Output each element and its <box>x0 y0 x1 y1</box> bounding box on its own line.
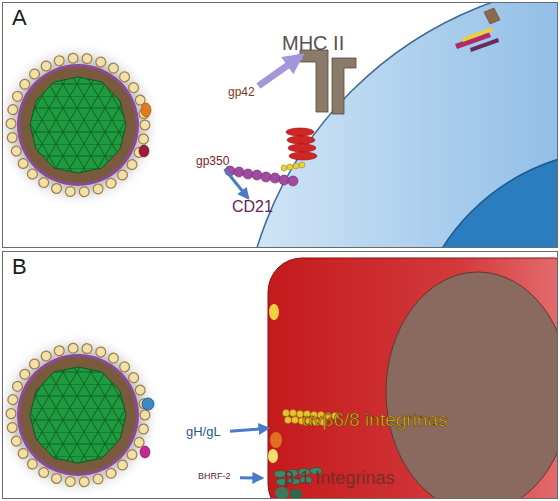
part-label: gp42 <box>228 86 266 99</box>
panel: BgH/gL αvβ6/8 integrinasBHRF-2 β-1 Integri… <box>2 251 558 499</box>
panel-letter: A <box>12 6 557 30</box>
panel-letter: B <box>12 255 557 279</box>
part-label: gH/gL <box>186 425 230 439</box>
epithelial-cell <box>268 258 558 499</box>
receptor-label: αvβ6/8 integrinas <box>268 404 480 436</box>
co-receptor-symbol <box>281 162 305 171</box>
surface-proteins <box>455 8 500 52</box>
receptor-label: MHC II <box>282 32 354 56</box>
binding-arrow <box>258 56 301 86</box>
part-label: gp350 <box>196 155 242 168</box>
part-label: BHRF-2 <box>198 472 240 482</box>
protein-label: gH/gL <box>186 425 230 441</box>
protein-label: gp42 <box>228 86 266 102</box>
binding-arrow <box>230 428 268 431</box>
part-label: αvβ6/8 integrinas <box>302 410 480 431</box>
binding-arrow <box>240 476 262 479</box>
panel: Agp42 MHC II gp350CD21 <box>2 2 558 248</box>
mhc-ii-symbol <box>300 50 356 114</box>
virion <box>0 41 162 209</box>
virion <box>0 331 162 499</box>
b-cell <box>240 2 558 248</box>
protein-label: gp350 <box>196 155 242 169</box>
protein-label: BHRF-2 <box>198 471 240 484</box>
receptor-label: β-1 Integrinas <box>262 464 422 494</box>
part-label: MHC II <box>282 32 354 54</box>
part-label: β-1 Integrinas <box>284 469 422 489</box>
part-label: CD21 <box>232 198 280 216</box>
cd21-symbol <box>225 166 298 186</box>
binding-arrow <box>225 169 248 198</box>
receptor-symbol <box>286 128 317 160</box>
receptor-label: CD21 <box>232 198 280 218</box>
